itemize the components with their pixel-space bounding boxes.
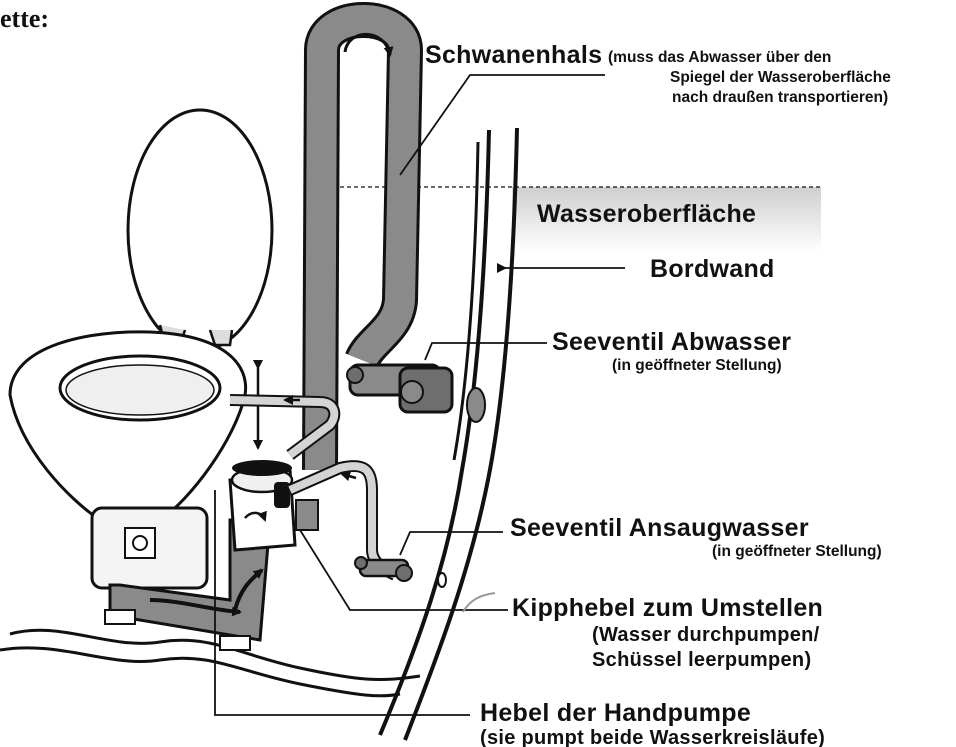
label-schwanenhals-note-3: nach draußen transportieren) — [672, 89, 888, 106]
toilet-bowl — [10, 332, 246, 520]
label-hebel: Hebel der Handpumpe — [480, 699, 751, 727]
label-kipphebel: Kipphebel zum Umstellen — [512, 594, 823, 622]
label-kipphebel-note-2: Schüssel leerpumpen) — [592, 649, 811, 671]
water-surface: Wasseroberfläche — [305, 187, 821, 252]
toilet-base — [92, 508, 207, 588]
heading-fragment: ette: — [0, 4, 49, 33]
water-surface-label: Wasseroberfläche — [537, 200, 756, 228]
label-seeventil-abwasser: Seeventil Abwasser — [552, 328, 791, 356]
floor-lines — [0, 630, 420, 696]
label-seeventil-ansaug: Seeventil Ansaugwasser — [510, 514, 809, 542]
hull-outlet-hole — [467, 388, 485, 422]
label-hebel-note: (sie pumpt beide Wasserkreisläufe) — [480, 727, 825, 747]
label-kipphebel-note-1: (Wasser durchpumpen/ — [592, 624, 820, 646]
inlet-seacock — [355, 557, 412, 581]
outlet-seacock — [347, 365, 452, 412]
label-seeventil-ansaug-note: (in geöffneter Stellung) — [712, 543, 882, 560]
label-schwanenhals-note-1: (muss das Abwasser über den — [608, 49, 831, 66]
hull-inlet-hole — [438, 573, 446, 587]
label-schwanenhals: Schwanenhals — [425, 41, 602, 69]
toilet-lid — [128, 110, 272, 350]
label-schwanenhals-note-2: Spiegel der Wasseroberfläche — [670, 69, 891, 86]
label-seeventil-abwasser-note: (in geöffneter Stellung) — [612, 357, 782, 374]
label-bordwand: Bordwand — [650, 255, 775, 283]
